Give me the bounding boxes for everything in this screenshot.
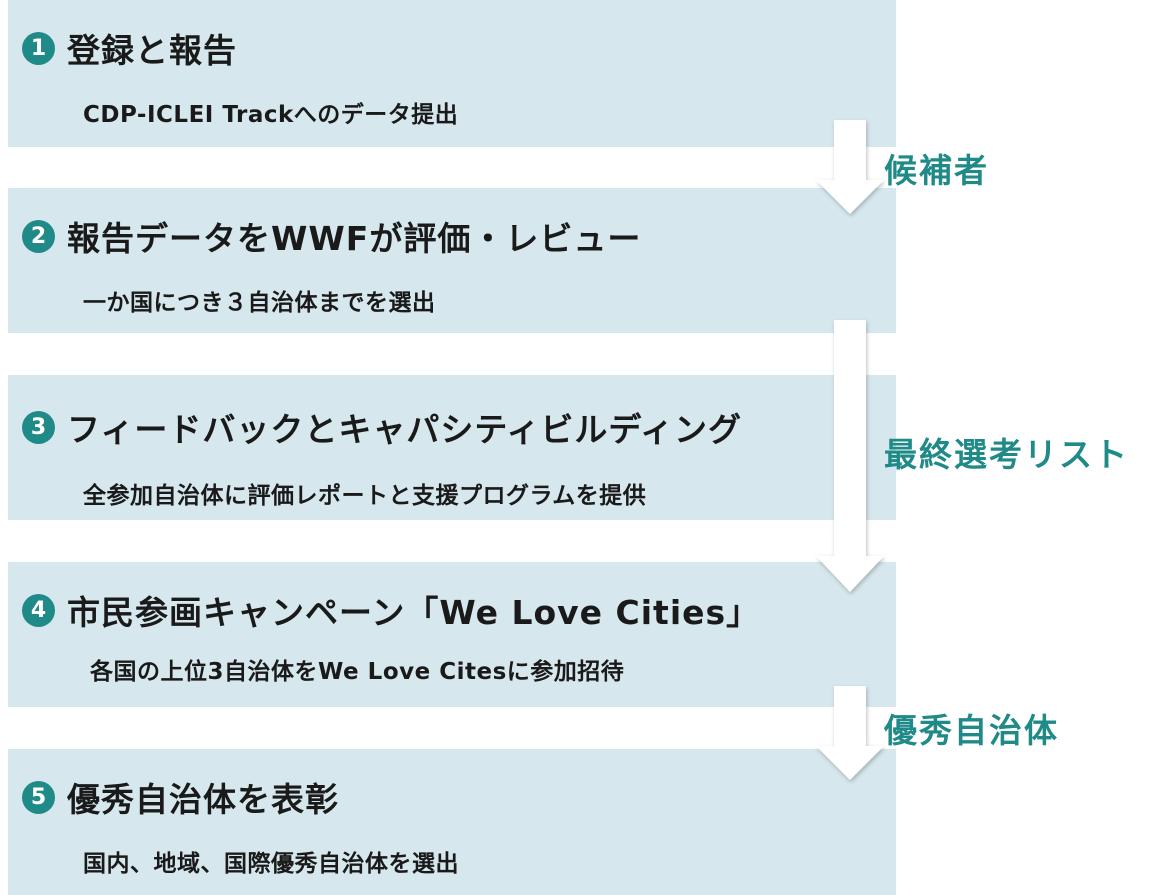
step-2-title: 報告データをWWFが評価・レビュー xyxy=(67,219,642,258)
step-5-title-row: 5 優秀自治体を表彰 xyxy=(22,773,339,821)
step-1-box: 1 登録と報告 CDP-ICLEI Trackへのデータ提出 xyxy=(8,0,896,147)
step-4-subtitle: 各国の上位3自治体をWe Love Citesに参加招待 xyxy=(90,659,625,685)
step-3-box: 3 フィードバックとキャパシティビルディング 全参加自治体に評価レポートと支援プ… xyxy=(8,375,896,520)
step-5-title: 優秀自治体を表彰 xyxy=(67,780,339,819)
down-arrow-2 xyxy=(816,320,884,592)
step-1-title-row: 1 登録と報告 xyxy=(22,24,237,72)
step-2-number-badge: 2 xyxy=(22,219,55,253)
step-4-title-row: 4 市民参画キャンペーン「We Love Cities」 xyxy=(22,586,760,634)
step-2-box: 2 報告データをWWFが評価・レビュー 一か国につき３自治体までを選出 xyxy=(8,188,896,333)
stage-label-candidates: 候補者 xyxy=(884,151,989,190)
step-3-number-badge: 3 xyxy=(22,410,55,444)
step-5-subtitle: 国内、地域、国際優秀自治体を選出 xyxy=(83,851,459,877)
down-arrow-3 xyxy=(816,686,884,780)
stage-label-top-cities: 優秀自治体 xyxy=(884,711,1059,750)
step-3-title-row: 3 フィードバックとキャパシティビルディング xyxy=(22,403,742,451)
step-1-subtitle: CDP-ICLEI Trackへのデータ提出 xyxy=(83,102,459,128)
step-4-box: 4 市民参画キャンペーン「We Love Cities」 各国の上位3自治体をW… xyxy=(8,562,896,707)
step-2-title-row: 2 報告データをWWFが評価・レビュー xyxy=(22,212,641,260)
step-1-title: 登録と報告 xyxy=(67,31,237,70)
down-arrow-1 xyxy=(816,120,884,214)
step-2-subtitle: 一か国につき３自治体までを選出 xyxy=(83,290,436,316)
step-4-title: 市民参画キャンペーン「We Love Cities」 xyxy=(67,593,761,632)
step-3-title: フィードバックとキャパシティビルディング xyxy=(67,410,743,449)
step-3-subtitle: 全参加自治体に評価レポートと支援プログラムを提供 xyxy=(83,483,647,509)
step-5-box: 5 優秀自治体を表彰 国内、地域、国際優秀自治体を選出 xyxy=(8,749,896,895)
step-1-number-badge: 1 xyxy=(22,31,55,65)
step-4-number-badge: 4 xyxy=(22,593,55,627)
stage-label-shortlist: 最終選考リスト xyxy=(884,435,1129,474)
step-5-number-badge: 5 xyxy=(22,780,55,814)
